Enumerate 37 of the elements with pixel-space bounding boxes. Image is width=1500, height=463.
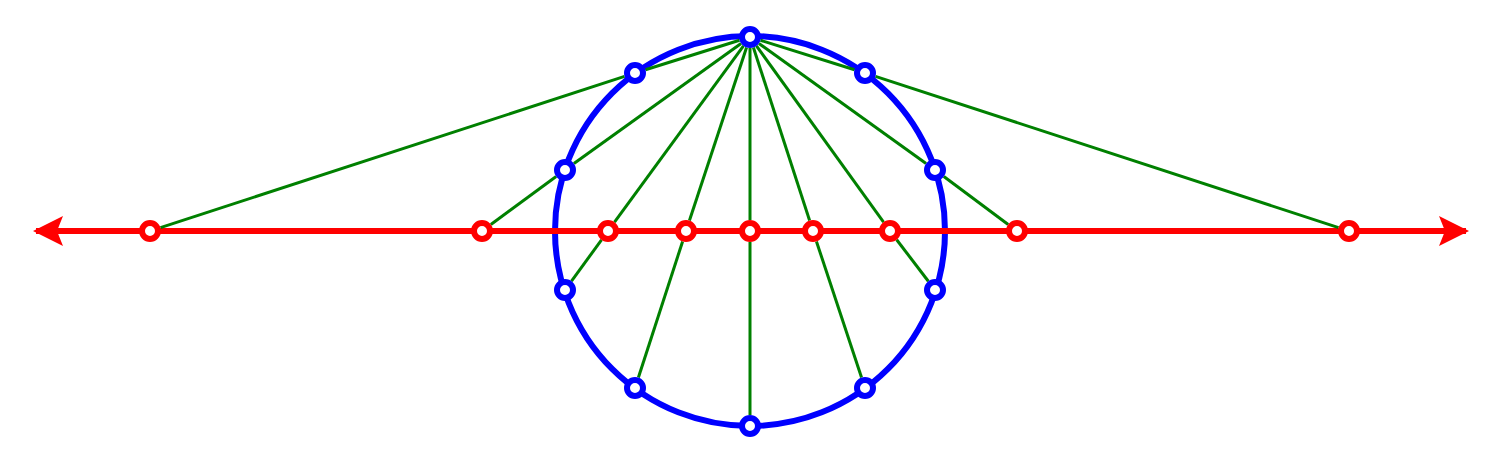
circle-point [854,377,876,399]
circle-point [924,159,946,181]
projection-line [160,75,625,229]
projection-line [489,175,558,226]
projection-line [573,42,742,165]
projection-line [748,48,752,220]
projection-line [613,45,745,223]
circle-point [854,62,876,84]
projection-line [942,175,1010,226]
projection-line [755,45,885,223]
projection-line [895,238,930,283]
line-point [471,220,493,242]
circle-point [924,279,946,301]
projection-line [688,47,748,221]
line-point [1006,220,1028,242]
projection-line [636,241,685,378]
projection-line [758,42,927,165]
projection-line [751,47,812,221]
line-point [597,220,619,242]
projection-line [570,239,603,282]
circle-point [739,26,761,48]
projection-line [815,240,863,379]
circle-point [554,159,576,181]
line-point [1338,220,1360,242]
projection-line [748,242,752,415]
circle-point [554,279,576,301]
projection-line [875,75,1339,229]
circle-point [624,62,646,84]
line-point [139,220,161,242]
projection-line [645,38,740,72]
line-point [739,220,761,242]
line-point [802,220,824,242]
line-point [879,220,901,242]
circle-point [739,415,761,437]
circle-point [624,377,646,399]
projection-line [760,38,855,72]
line-point [675,220,697,242]
